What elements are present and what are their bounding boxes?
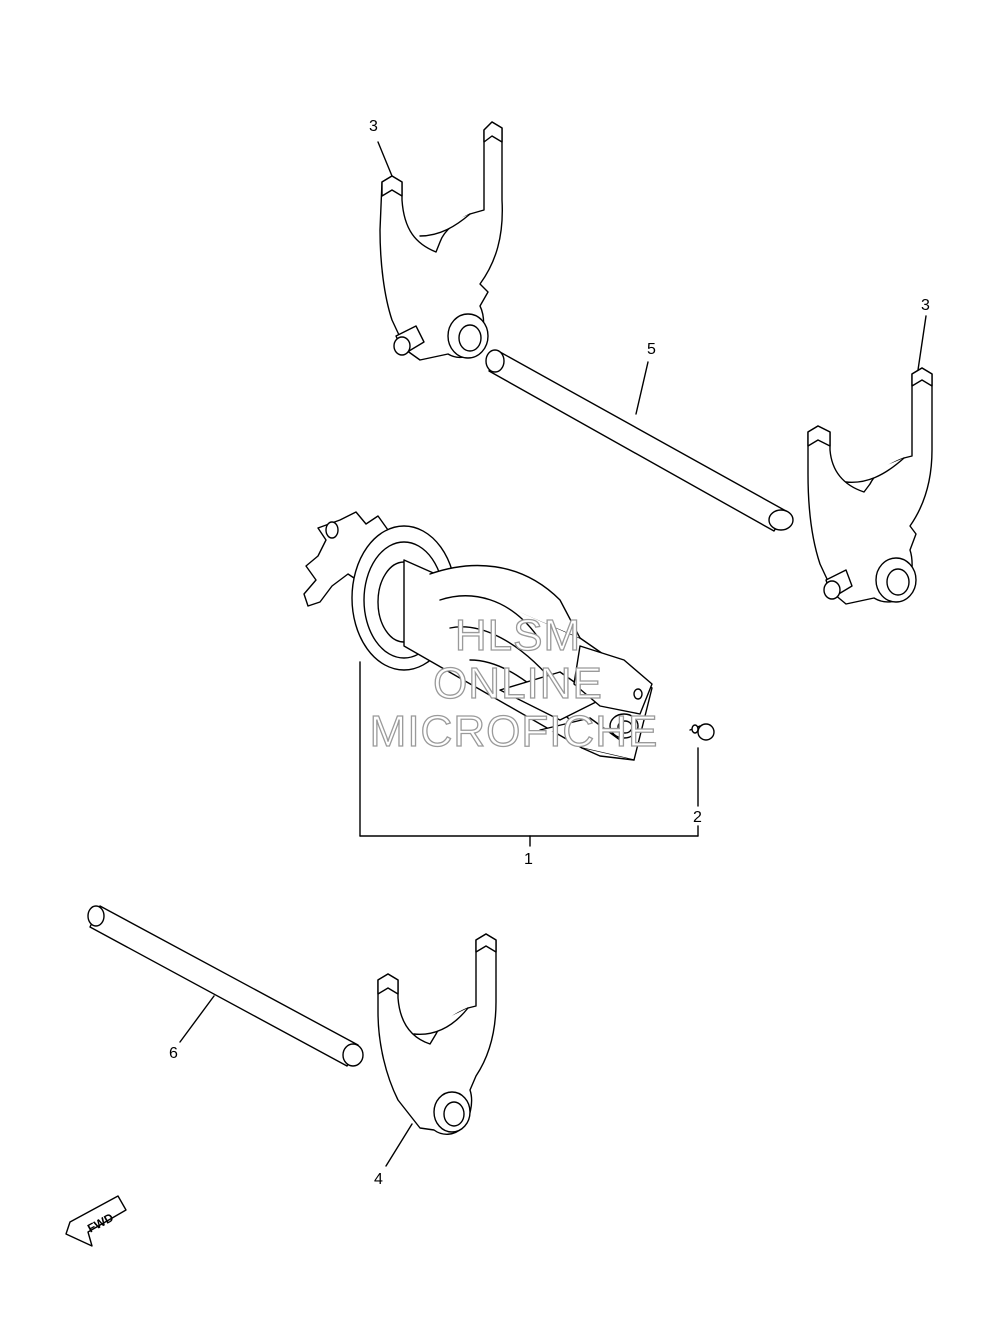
callout-5: 5 [647, 341, 656, 358]
shift-fork-lower [378, 934, 496, 1134]
shift-fork-shaft-lower [88, 906, 363, 1066]
shift-fork-upper-right [808, 368, 932, 604]
callout-6: 6 [169, 1045, 178, 1062]
shift-drum-assembly [304, 512, 652, 760]
watermark-line-2: ONLINE [433, 659, 603, 708]
watermark-line-1: HLSM [455, 611, 581, 660]
callout-4: 4 [374, 1171, 383, 1188]
leader-lines [180, 142, 926, 1166]
shift-fork-shaft-upper [486, 350, 793, 531]
callout-3-right: 3 [921, 297, 930, 314]
shift-fork-upper-left [380, 122, 502, 360]
callout-2: 2 [693, 809, 702, 826]
drum-pin-screw [690, 724, 714, 740]
fwd-direction-badge [66, 1196, 126, 1246]
callout-1: 1 [524, 851, 533, 868]
watermark-line-3: MICROFICHE [370, 707, 659, 756]
callout-3-left: 3 [369, 118, 378, 135]
watermark: HLSM ONLINE MICROFICHE [369, 610, 659, 756]
